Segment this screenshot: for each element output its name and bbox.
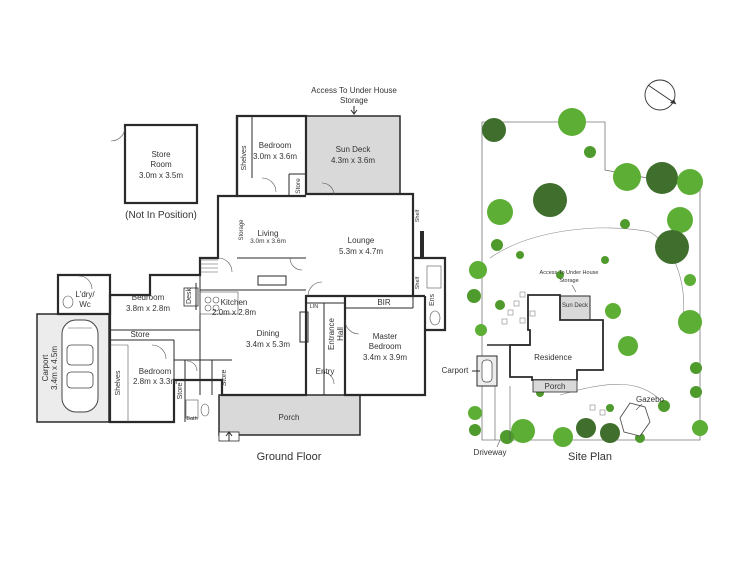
sun-deck-dims: 4.3m x 3.6m — [331, 156, 375, 165]
sun-deck-area — [305, 115, 401, 195]
kitchen-dims: 2.0m x 2.8m — [212, 308, 256, 317]
bedroom-low-dims: 2.8m x 3.3m — [133, 377, 177, 386]
entry-label: Entry — [316, 367, 335, 376]
lin-label: LIN — [310, 304, 319, 310]
living-dims: 3.0m x 3.6m — [250, 238, 286, 245]
entrance-hall-label-1: Entrance — [327, 317, 336, 350]
kitchen-label: Kitchen — [221, 298, 248, 307]
residence-label: Residence — [534, 353, 572, 362]
living-label: Living — [258, 229, 279, 238]
sun-deck-label: Sun Deck — [336, 145, 372, 154]
laundry-label-2: Wc — [79, 300, 91, 309]
house-walls — [56, 114, 447, 424]
bedroom-top-dims: 3.0m x 3.6m — [253, 152, 297, 161]
gazebo-icon — [619, 402, 651, 437]
bedroom-low-label: Bedroom — [139, 367, 172, 376]
shelf-label-1: Shelf — [415, 209, 421, 222]
shelf-label-2: Shelf — [415, 276, 421, 289]
porch-area — [218, 394, 361, 436]
store-room-dims: 3.0m x 3.5m — [139, 171, 183, 180]
lounge-label: Lounge — [348, 236, 375, 245]
master-bedroom-dims: 3.4m x 3.9m — [363, 353, 407, 362]
site-access-note-1: Access To Under House — [540, 270, 599, 276]
access-note-line-1: Access To Under House — [311, 86, 397, 95]
residence-footprint — [476, 294, 604, 393]
laundry-label-1: L'dry/ — [75, 290, 95, 299]
dining-label: Dining — [257, 329, 280, 338]
lounge-dims: 5.3m x 4.7m — [339, 247, 383, 256]
site-sun-deck-label: Sun Deck — [562, 303, 589, 309]
store-mid-label: Store — [130, 330, 150, 339]
desk-label: Desk — [186, 288, 193, 304]
north-arrow-icon — [644, 79, 677, 111]
dining-dims: 3.4m x 5.3m — [246, 340, 290, 349]
bedroom-top-label: Bedroom — [259, 141, 292, 150]
store-small-top-label: Store — [295, 178, 302, 194]
bedroom-mid-label: Bedroom — [132, 293, 165, 302]
store-room-label-1: Store — [151, 150, 171, 159]
master-bedroom-label-1: Master — [373, 332, 398, 341]
driveway-label: Driveway — [474, 448, 507, 457]
bir-label: BIR — [377, 298, 391, 307]
store-room-label-2: Room — [150, 160, 172, 169]
entrance-hall-label-2: Hall — [336, 327, 345, 341]
shelves-low-label: Shelves — [115, 370, 122, 395]
stepping-stones — [501, 291, 606, 416]
ens-label: Ens — [429, 293, 436, 306]
porch-label: Porch — [279, 413, 300, 422]
gazebo-label: Gazebo — [636, 395, 665, 404]
car-icon — [61, 319, 99, 413]
garden-bed-outline — [489, 227, 685, 331]
carport-label: Carport — [41, 354, 50, 381]
carport-dims: 3.4m x 4.5m — [50, 346, 59, 390]
site-plan-title: Site Plan — [568, 451, 612, 463]
site-access-note-2: Storage — [559, 278, 578, 284]
access-note-line-2: Storage — [340, 96, 369, 105]
storage-side-label: Storage — [239, 219, 245, 241]
master-bedroom-label-2: Bedroom — [369, 342, 402, 351]
ground-floor-title: Ground Floor — [257, 451, 322, 463]
shelves-top-label: Shelves — [241, 145, 248, 170]
driveway-edges — [494, 386, 511, 440]
tree-cluster-icon — [467, 108, 708, 447]
site-car-icon — [481, 359, 493, 383]
bath-label: Bath — [186, 416, 197, 422]
bedroom-mid-dims: 3.8m x 2.8m — [126, 304, 170, 313]
site-porch-label: Porch — [545, 382, 566, 391]
store-low-2-label: Store — [221, 370, 228, 387]
store-low-1-label: Store — [177, 383, 184, 400]
site-carport-label: Carport — [442, 366, 469, 375]
not-in-position-note: (Not In Position) — [125, 210, 197, 221]
store-room: Store Room 3.0m x 3.5m — [110, 123, 199, 205]
